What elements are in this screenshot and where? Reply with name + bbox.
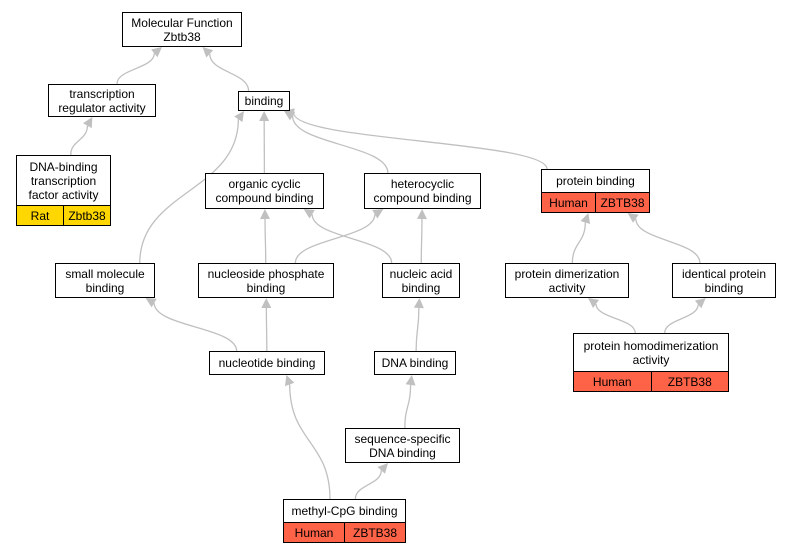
node-ntb[interactable]: nucleotide binding <box>209 351 325 375</box>
node-dnab[interactable]: DNA binding <box>374 351 456 375</box>
arrowhead-icon <box>588 298 600 308</box>
arrowhead-icon <box>259 111 270 122</box>
node-tra[interactable]: transcription regulator activity <box>48 84 156 117</box>
node-label: nucleoside phosphate binding <box>207 266 325 295</box>
edge-pb-to-binding <box>293 112 548 170</box>
gene-tag: ZBTB38 <box>344 523 405 542</box>
arrowhead-icon <box>413 298 424 309</box>
arrowhead-icon <box>145 298 157 308</box>
edge-nab-to-ocb <box>311 214 393 264</box>
species-tag: Rat <box>30 208 50 223</box>
node-ipb[interactable]: identical protein binding <box>672 263 776 298</box>
node-label: sequence-specific DNA binding <box>354 431 451 460</box>
annotation-row: Human ZBTB38 <box>284 522 405 542</box>
node-label: small molecule binding <box>65 266 145 295</box>
edge-pda-to-pb <box>571 222 586 264</box>
edge-npb-to-ocb <box>264 218 267 264</box>
node-mf[interactable]: Molecular Function Zbtb38 <box>122 12 242 47</box>
arrowhead-icon <box>627 213 639 223</box>
edge-nab-to-hcb <box>420 218 423 264</box>
annotation-row: Rat Zbtb38 <box>17 205 110 225</box>
node-ssdb[interactable]: sequence-specific DNA binding <box>345 428 460 463</box>
arrowhead-icon <box>580 213 591 225</box>
edge-phda-to-pda <box>595 303 636 334</box>
arrowhead-icon <box>416 209 427 220</box>
arrowhead-icon <box>303 209 315 219</box>
node-binding[interactable]: binding <box>238 91 290 111</box>
arrowhead-icon <box>260 209 271 220</box>
arrowhead-icon <box>284 375 295 387</box>
node-label: nucleic acid binding <box>389 266 453 295</box>
edge-ntb-to-smb <box>153 302 238 352</box>
node-ocb[interactable]: organic cyclic compound binding <box>205 173 324 209</box>
gene-tag: ZBTB38 <box>650 372 729 391</box>
edge-mcb-to-ntb <box>289 384 331 500</box>
arrowhead-icon <box>234 111 244 123</box>
node-label: DNA-binding transcription factor activit… <box>28 159 99 202</box>
node-label: Molecular Function Zbtb38 <box>131 15 233 44</box>
arrowhead-icon <box>202 47 214 58</box>
node-label: protein dimerization activity <box>514 266 620 295</box>
node-label: nucleotide binding <box>218 356 316 370</box>
edge-dnab-to-nab <box>415 307 420 352</box>
edge-mcb-to-ssdb <box>354 470 382 500</box>
node-label: methyl-CpG binding <box>291 504 398 518</box>
edge-tra-to-mf <box>116 53 155 85</box>
node-label: binding <box>244 94 284 108</box>
arrowhead-icon <box>261 298 272 309</box>
arrowhead-icon <box>377 463 388 474</box>
gene-tag: ZBTB38 <box>595 193 649 212</box>
species-tag: Human <box>592 374 632 389</box>
node-hcb[interactable]: heterocyclic compound binding <box>364 173 481 209</box>
node-smb[interactable]: small molecule binding <box>55 263 155 298</box>
node-nab[interactable]: nucleic acid binding <box>382 263 460 298</box>
arrowhead-icon <box>83 117 93 129</box>
edge-phda-to-ipb <box>664 304 699 334</box>
edge-ipb-to-pb <box>635 218 701 264</box>
node-npb[interactable]: nucleoside phosphate binding <box>198 263 334 298</box>
node-label: protein binding <box>556 174 635 188</box>
annotation-row: Human ZBTB38 <box>574 371 728 391</box>
edge-smb-to-binding <box>139 119 239 264</box>
species-tag: Human <box>549 195 588 210</box>
species-tag: Human <box>294 525 334 540</box>
node-pda[interactable]: protein dimerization activity <box>505 263 629 298</box>
annotation-row: Human ZBTB38 <box>542 192 649 212</box>
node-label: organic cyclic compound binding <box>215 177 314 205</box>
arrowhead-icon <box>372 209 384 219</box>
edge-dbtf-to-tra <box>70 125 89 156</box>
edge-hcb-to-binding <box>291 116 389 174</box>
node-label: protein homodimerization activity <box>583 338 719 367</box>
node-label: identical protein binding <box>681 266 767 295</box>
arrowhead-icon <box>694 298 706 309</box>
edge-binding-to-mf <box>209 53 250 92</box>
edge-ssdb-to-dnab <box>404 384 412 429</box>
arrowhead-icon <box>405 375 416 386</box>
node-label: heterocyclic compound binding <box>373 177 472 205</box>
node-label: transcription regulator activity <box>58 86 146 115</box>
edge-npb-to-hcb <box>294 214 376 264</box>
node-dbtf[interactable]: DNA-binding transcription factor activit… <box>16 155 111 226</box>
arrowhead-icon <box>151 47 162 58</box>
gene-tag: Zbtb38 <box>63 206 110 225</box>
node-label: DNA binding <box>381 356 449 370</box>
